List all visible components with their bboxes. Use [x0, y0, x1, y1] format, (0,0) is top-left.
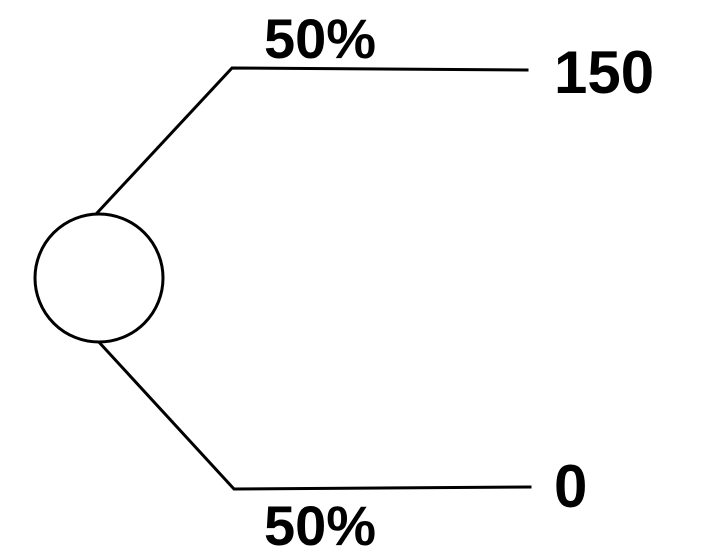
lower-branch-line	[94, 337, 532, 491]
upper-branch-payoff: 150	[554, 39, 654, 106]
lower-branch-payoff: 0	[554, 453, 587, 520]
upper-branch-line	[94, 66, 529, 216]
chance-node	[33, 212, 165, 344]
lower-branch-probability: 50%	[264, 494, 376, 557]
upper-branch-probability: 50%	[264, 7, 376, 70]
